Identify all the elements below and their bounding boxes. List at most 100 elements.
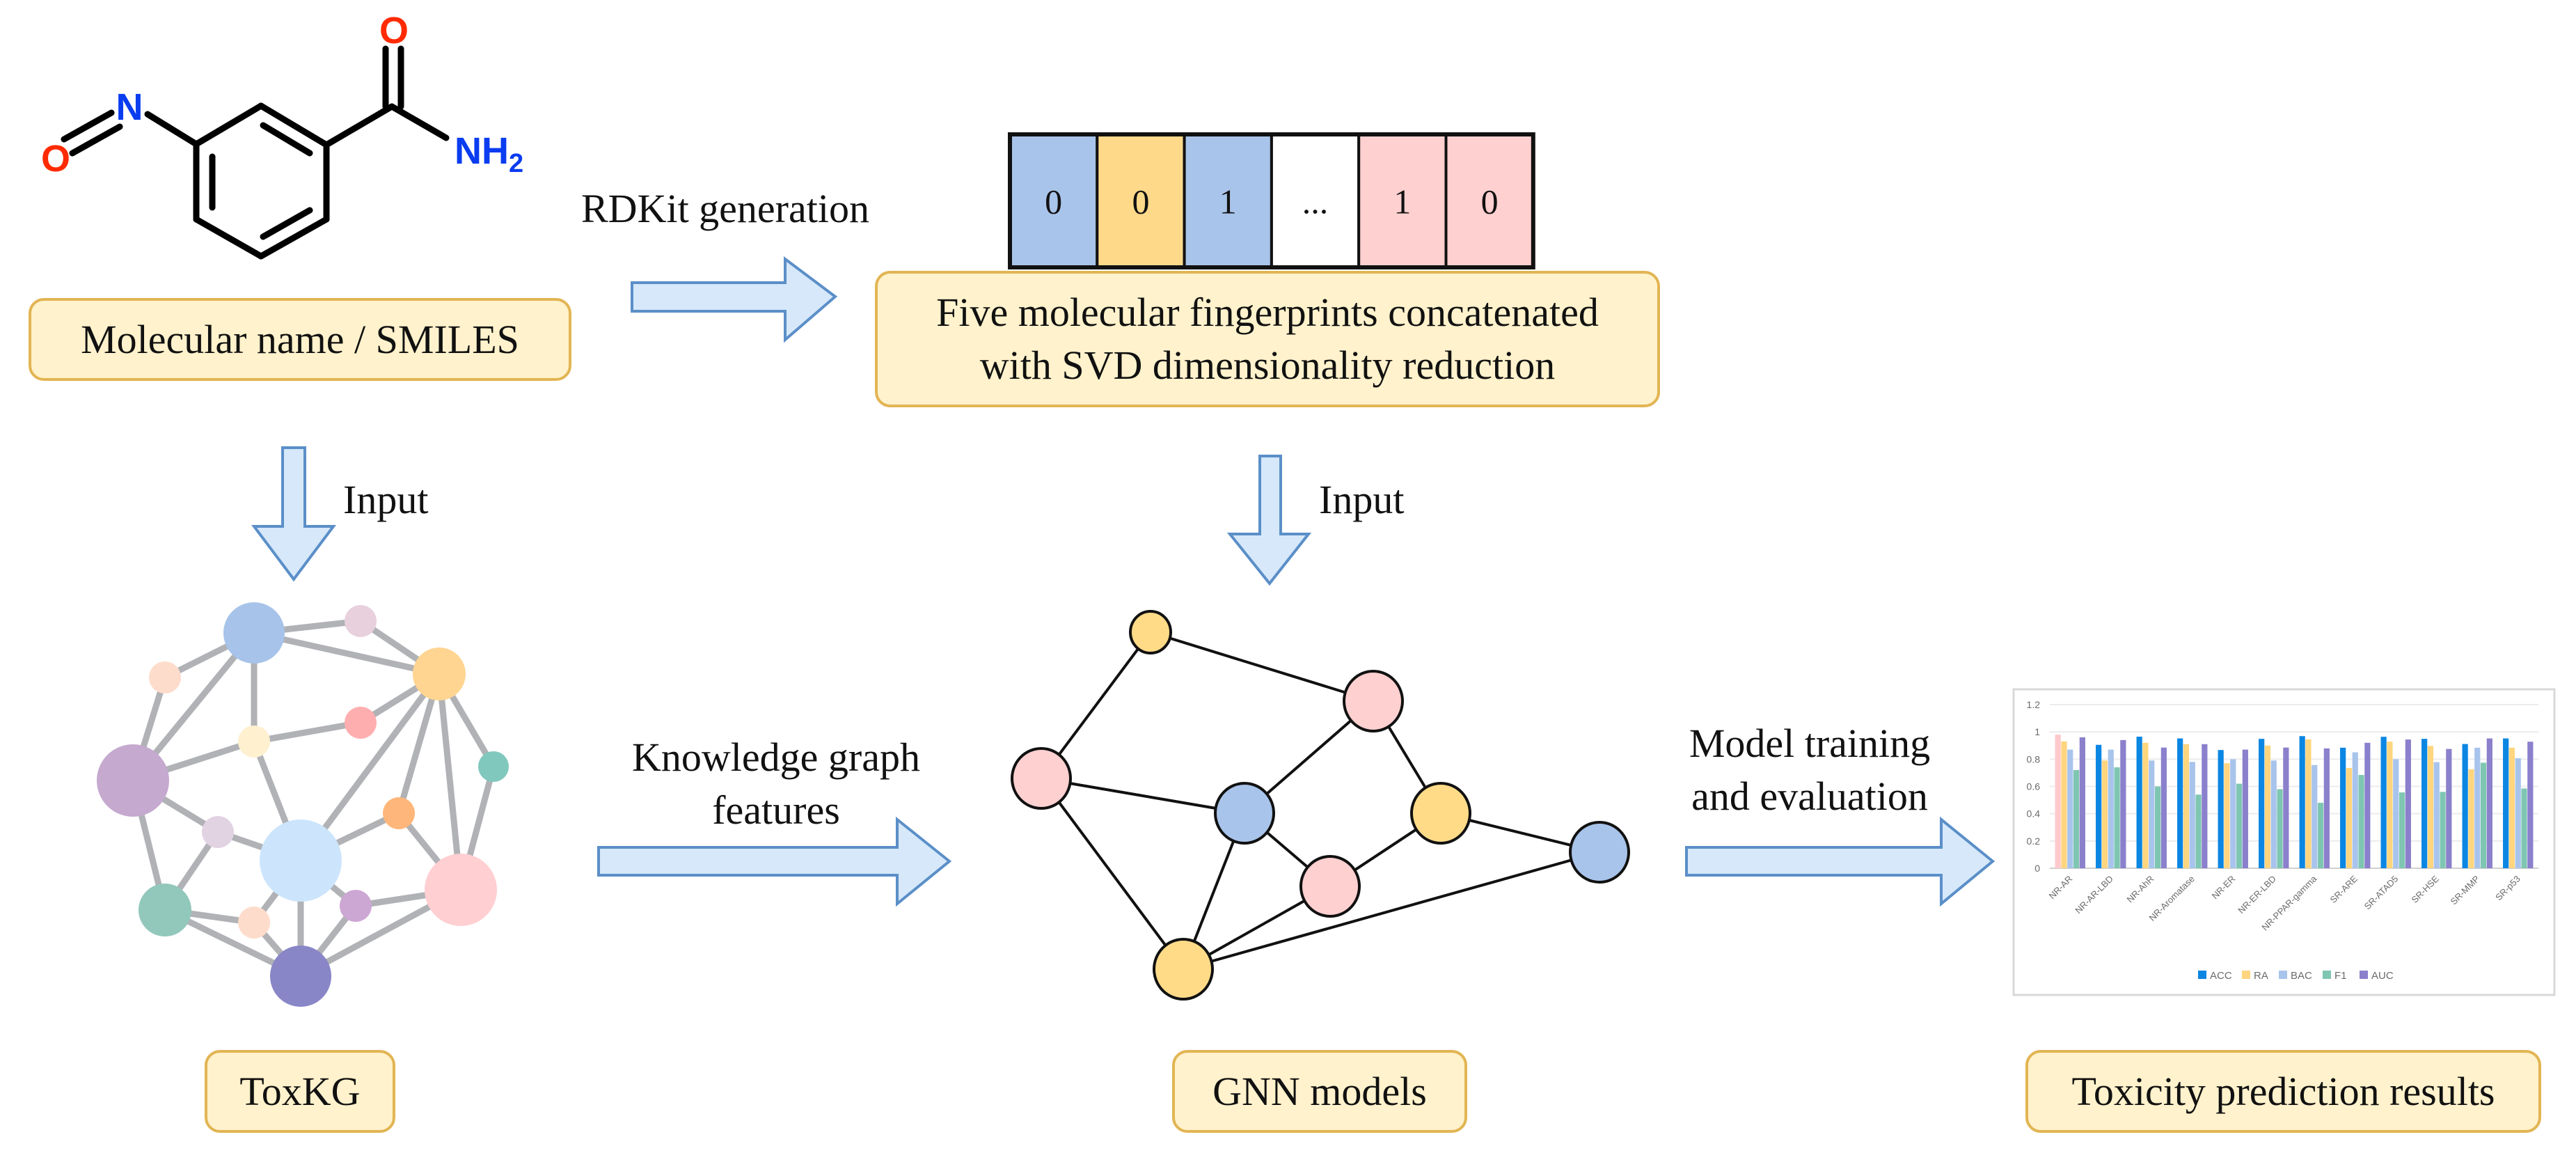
bar-f1 bbox=[2073, 770, 2080, 868]
fingerprints-box: Five molecular fingerprints concatenated… bbox=[875, 271, 1660, 407]
legend-label: BAC bbox=[2291, 970, 2312, 982]
bar-auc bbox=[2486, 738, 2492, 868]
bond-inner bbox=[260, 207, 313, 240]
training-line2: and evaluation bbox=[1691, 774, 1928, 819]
bond bbox=[193, 216, 264, 260]
bar-acc bbox=[2340, 747, 2346, 868]
gnn-node-yellow bbox=[1410, 782, 1471, 845]
gnn-node-blue bbox=[1569, 821, 1630, 884]
bar-acc bbox=[2136, 737, 2142, 868]
gnn-box: GNN models bbox=[1172, 1050, 1467, 1133]
molecular-input-text: Molecular name / SMILES bbox=[81, 316, 519, 362]
kg-features-line1: Knowledge graph bbox=[632, 735, 920, 780]
chart-y-tick-label: 0 bbox=[2034, 863, 2040, 874]
bar-auc bbox=[2364, 742, 2371, 868]
bar-ra bbox=[2305, 739, 2312, 868]
bar-bac bbox=[2352, 752, 2358, 868]
bond bbox=[258, 102, 330, 148]
bar-bac bbox=[2312, 764, 2318, 868]
training-line1: Model training bbox=[1689, 721, 1931, 766]
bar-auc bbox=[2202, 744, 2208, 868]
kg-node bbox=[478, 751, 509, 782]
gnn-graph-nodes bbox=[1011, 610, 1630, 1001]
results-text: Toxicity prediction results bbox=[2071, 1068, 2495, 1114]
bar-ra bbox=[2508, 747, 2515, 868]
kg-node bbox=[202, 816, 234, 848]
input-arrow-right bbox=[1226, 455, 1312, 586]
bond-inner bbox=[260, 122, 313, 157]
gnn-node-pink bbox=[1299, 855, 1361, 918]
kg-node bbox=[270, 946, 331, 1007]
chart-y-tick-labels: 00.20.40.60.811.2 bbox=[2027, 699, 2041, 874]
kg-node bbox=[413, 648, 466, 700]
amide-nh: NH bbox=[455, 130, 509, 172]
fingerprint-cell bbox=[1357, 133, 1448, 269]
bar-acc bbox=[2380, 737, 2387, 868]
bar-ra bbox=[2346, 768, 2353, 868]
kg-node bbox=[238, 907, 270, 939]
kg-node bbox=[97, 744, 169, 817]
toxkg-box: ToxKG bbox=[205, 1050, 395, 1133]
training-arrow bbox=[1685, 816, 1996, 907]
bar-acc bbox=[2503, 738, 2509, 868]
bar-auc bbox=[2242, 749, 2248, 868]
bar-ra bbox=[2101, 760, 2108, 868]
kg-edge bbox=[253, 629, 440, 677]
bar-auc bbox=[2323, 748, 2330, 868]
kg-node bbox=[223, 602, 285, 664]
gnn-edge bbox=[1041, 777, 1245, 815]
bar-f1 bbox=[2236, 783, 2243, 868]
bond bbox=[258, 216, 330, 260]
gnn-node-pink bbox=[1343, 670, 1404, 732]
fingerprint-cell bbox=[1444, 133, 1535, 269]
fingerprint-cell-value: 0 bbox=[1481, 182, 1499, 221]
kg-node bbox=[425, 854, 497, 926]
kg-features-arrow bbox=[597, 816, 952, 907]
knowledge-graph-nodes bbox=[97, 602, 509, 1007]
atom-amide-n: NH2 bbox=[455, 130, 523, 178]
molecular-input-box: Molecular name / SMILES bbox=[29, 298, 571, 381]
bar-auc bbox=[2527, 742, 2534, 868]
fingerprint-vector-border bbox=[1008, 132, 1535, 269]
bar-ra bbox=[2387, 742, 2393, 868]
fingerprints-line1: Five molecular fingerprints concatenated bbox=[936, 290, 1599, 335]
legend-swatch bbox=[2360, 971, 2368, 979]
toxkg-text: ToxKG bbox=[239, 1068, 361, 1114]
legend-swatch bbox=[2279, 971, 2287, 979]
input-arrow-left bbox=[251, 446, 336, 582]
legend-label: RA bbox=[2254, 970, 2268, 982]
bar-ra bbox=[2468, 769, 2474, 868]
amide-subscript: 2 bbox=[509, 149, 523, 178]
bar-bac bbox=[2433, 762, 2440, 868]
bar-bac bbox=[2230, 759, 2236, 868]
bar-f1 bbox=[2154, 786, 2161, 868]
bond bbox=[61, 109, 115, 143]
kg-node bbox=[345, 605, 377, 637]
gnn-graph-edges bbox=[1040, 631, 1600, 971]
atom-nitroso-o: O bbox=[41, 138, 70, 180]
bar-auc bbox=[2446, 748, 2452, 868]
bond bbox=[323, 103, 395, 148]
bar-bac bbox=[2474, 747, 2481, 868]
bar-acc bbox=[2462, 744, 2468, 868]
gnn-node-yellow bbox=[1129, 610, 1172, 654]
kg-edge bbox=[253, 719, 361, 745]
bar-f1 bbox=[2114, 767, 2120, 868]
chart-y-tick-label: 1 bbox=[2034, 726, 2040, 737]
bond bbox=[144, 111, 200, 148]
bar-f1 bbox=[2521, 788, 2527, 868]
gnn-edge bbox=[1183, 851, 1600, 971]
bar-auc bbox=[2283, 747, 2289, 868]
kg-node bbox=[149, 661, 181, 693]
rdkit-arrow bbox=[631, 256, 838, 343]
bar-f1 bbox=[2480, 762, 2487, 868]
bar-auc bbox=[2160, 747, 2167, 868]
kg-node bbox=[345, 707, 377, 739]
bar-auc bbox=[2079, 737, 2085, 868]
kg-node bbox=[139, 884, 191, 936]
results-box: Toxicity prediction results bbox=[2025, 1050, 2541, 1133]
bar-ra bbox=[2142, 742, 2149, 868]
